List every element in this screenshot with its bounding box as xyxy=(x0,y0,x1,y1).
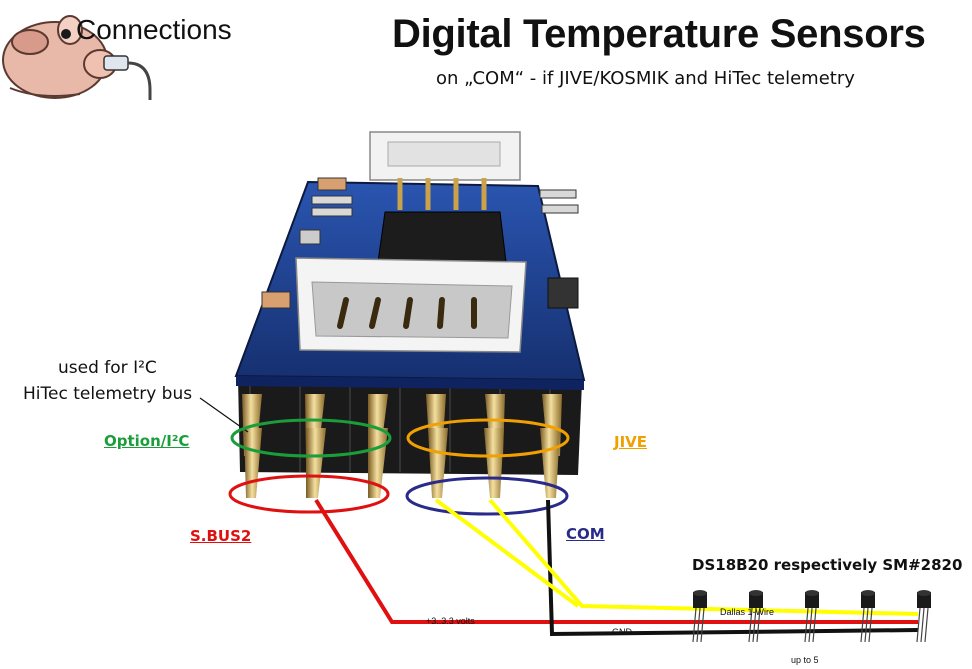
data-wire-b xyxy=(488,498,919,616)
jive-label: JIVE xyxy=(614,433,648,451)
option-i2c-ellipse xyxy=(230,418,392,458)
data-wire-a xyxy=(434,498,580,608)
sensor-icon xyxy=(916,590,931,643)
data-wire-label: Dallas 1-Wire xyxy=(720,607,775,617)
sensor-icon xyxy=(804,590,819,643)
sensor-title: DS18B20 respectively SM#2820 xyxy=(692,556,963,574)
pig-mascot-icon xyxy=(2,15,117,99)
i2c-note-line1: used for I²C xyxy=(58,358,157,378)
power-wire-label: +3..3.3 volts xyxy=(426,616,475,626)
com-ellipse xyxy=(405,476,569,516)
ground-wire-label: GND xyxy=(612,627,632,637)
sensor-group xyxy=(692,590,931,643)
ground-wire xyxy=(546,499,919,637)
sensor-icon xyxy=(748,590,763,643)
option-i2c-label: Option/I²C xyxy=(104,432,190,450)
sbus2-ellipse xyxy=(228,474,390,514)
section-title: Connections xyxy=(76,14,232,45)
i2c-note-line2: HiTec telemetry bus xyxy=(23,384,193,404)
sensor-icon xyxy=(860,590,875,643)
power-wire xyxy=(314,498,918,624)
page-title: Digital Temperature Sensors xyxy=(392,12,926,56)
note-pointer-line xyxy=(199,397,249,433)
com-label: COM xyxy=(566,525,605,543)
sbus2-label: S.BUS2 xyxy=(190,527,252,545)
plug-icon xyxy=(103,55,152,100)
sensor-icon xyxy=(692,590,707,643)
jive-ellipse xyxy=(406,418,570,458)
sensor-count-note: up to 5 xyxy=(791,655,819,665)
page-subtitle: on „COM“ - if JIVE/KOSMIK and HiTec tele… xyxy=(436,68,855,89)
